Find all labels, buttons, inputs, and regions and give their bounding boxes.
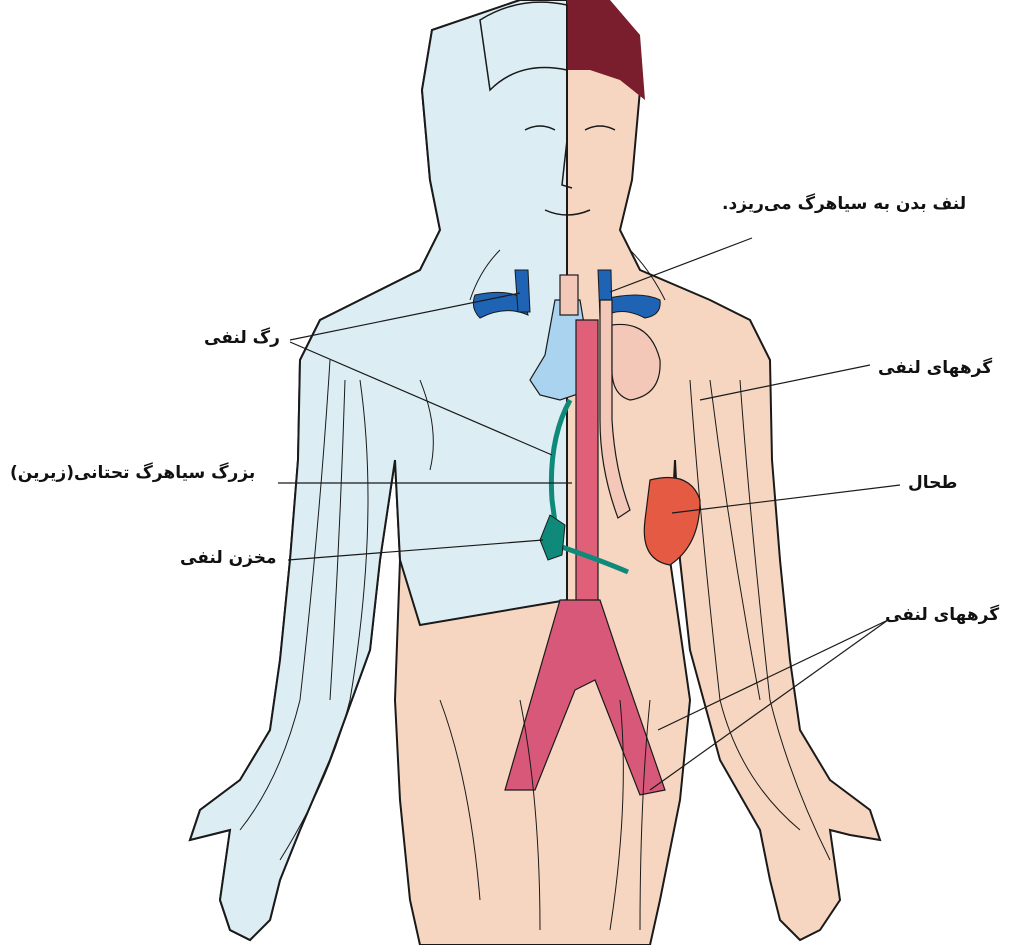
inferior-vena-cava-vessel (576, 320, 598, 640)
label-lymph-nodes-lower: گرههای لنفی (885, 607, 999, 624)
trachea (560, 275, 578, 315)
label-lymph-reservoir: مخزن لنفی (180, 550, 277, 567)
label-lymph-nodes-upper: گرههای لنفی (878, 360, 992, 377)
label-lymph-vessel: رگ لنفی (204, 330, 280, 347)
label-spleen: طحال (908, 475, 957, 492)
label-inferior-vena-cava: بزرگ سیاهرگ تحتانی(زیرین) (10, 465, 255, 482)
label-lymph-drains-to-vein: لنف بدن به سیاهرگ می‌ریزد. (722, 196, 966, 213)
